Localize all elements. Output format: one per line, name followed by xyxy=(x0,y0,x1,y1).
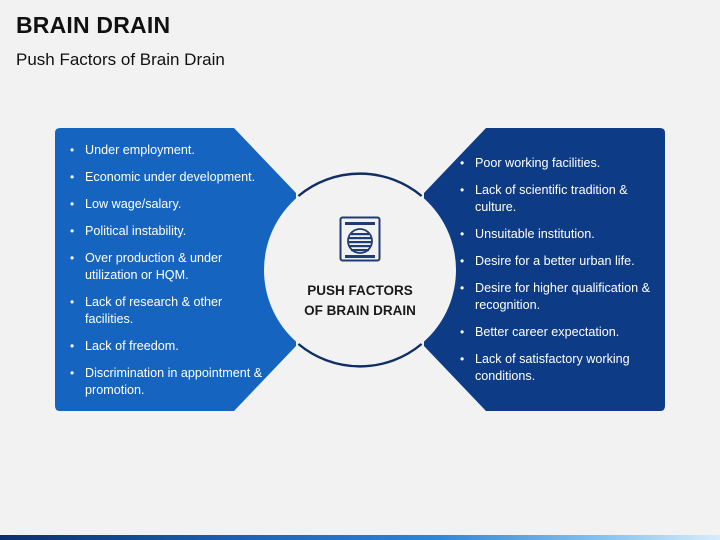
left-factor-list: •Under employment. •Economic under devel… xyxy=(56,142,271,409)
list-item: •Better career expectation. xyxy=(460,325,620,339)
center-circle xyxy=(264,174,456,366)
bullet-icon: • xyxy=(460,254,465,268)
center-label-line2: OF BRAIN DRAIN xyxy=(304,303,416,318)
center-label: PUSH FACTORS OF BRAIN DRAIN xyxy=(280,281,440,321)
bullet-icon: • xyxy=(70,224,75,238)
bullet-icon: • xyxy=(70,295,75,309)
bullet-icon: • xyxy=(460,352,465,366)
list-item: •Lack of scientific tradition & culture. xyxy=(460,183,628,214)
bullet-icon: • xyxy=(70,251,75,265)
bullet-icon: • xyxy=(70,170,75,184)
left-panel xyxy=(55,128,296,411)
list-item: •Desire for higher qualification & recog… xyxy=(460,281,651,312)
list-item: •Economic under development. xyxy=(70,170,256,184)
bullet-icon: • xyxy=(460,156,465,170)
list-item: •Desire for a better urban life. xyxy=(460,254,635,268)
center-label-line1: PUSH FACTORS xyxy=(307,283,413,298)
bullet-icon: • xyxy=(70,339,75,353)
list-item: •Under employment. xyxy=(70,143,195,157)
list-item: •Lack of satisfactory working conditions… xyxy=(460,352,630,383)
right-panel xyxy=(424,128,665,411)
bullet-icon: • xyxy=(70,143,75,157)
bullet-icon: • xyxy=(70,197,75,211)
list-item: •Political instability. xyxy=(70,224,187,238)
bullet-icon: • xyxy=(460,281,465,295)
bullet-icon: • xyxy=(460,183,465,197)
list-item: •Lack of research & other facilities. xyxy=(70,295,223,326)
footer-gradient-bar xyxy=(0,535,720,540)
bullet-icon: • xyxy=(460,227,465,241)
bullet-icon: • xyxy=(460,325,465,339)
bullet-icon: • xyxy=(70,366,75,380)
document-stamp-icon xyxy=(339,216,381,262)
list-item: •Unsuitable institution. xyxy=(460,227,595,241)
center-arc-bottom xyxy=(297,343,423,368)
list-item: •Lack of freedom. xyxy=(70,339,179,353)
list-item: •Discrimination in appointment & promoti… xyxy=(70,366,263,397)
center-arc-top xyxy=(297,172,423,197)
list-item: •Poor working facilities. xyxy=(460,156,601,170)
slide-subtitle: Push Factors of Brain Drain xyxy=(16,50,225,69)
slide-title: BRAIN DRAIN xyxy=(16,12,171,38)
right-factor-list: •Poor working facilities. •Lack of scien… xyxy=(446,155,656,395)
list-item: •Over production & under utilization or … xyxy=(70,251,223,282)
list-item: •Low wage/salary. xyxy=(70,197,182,211)
